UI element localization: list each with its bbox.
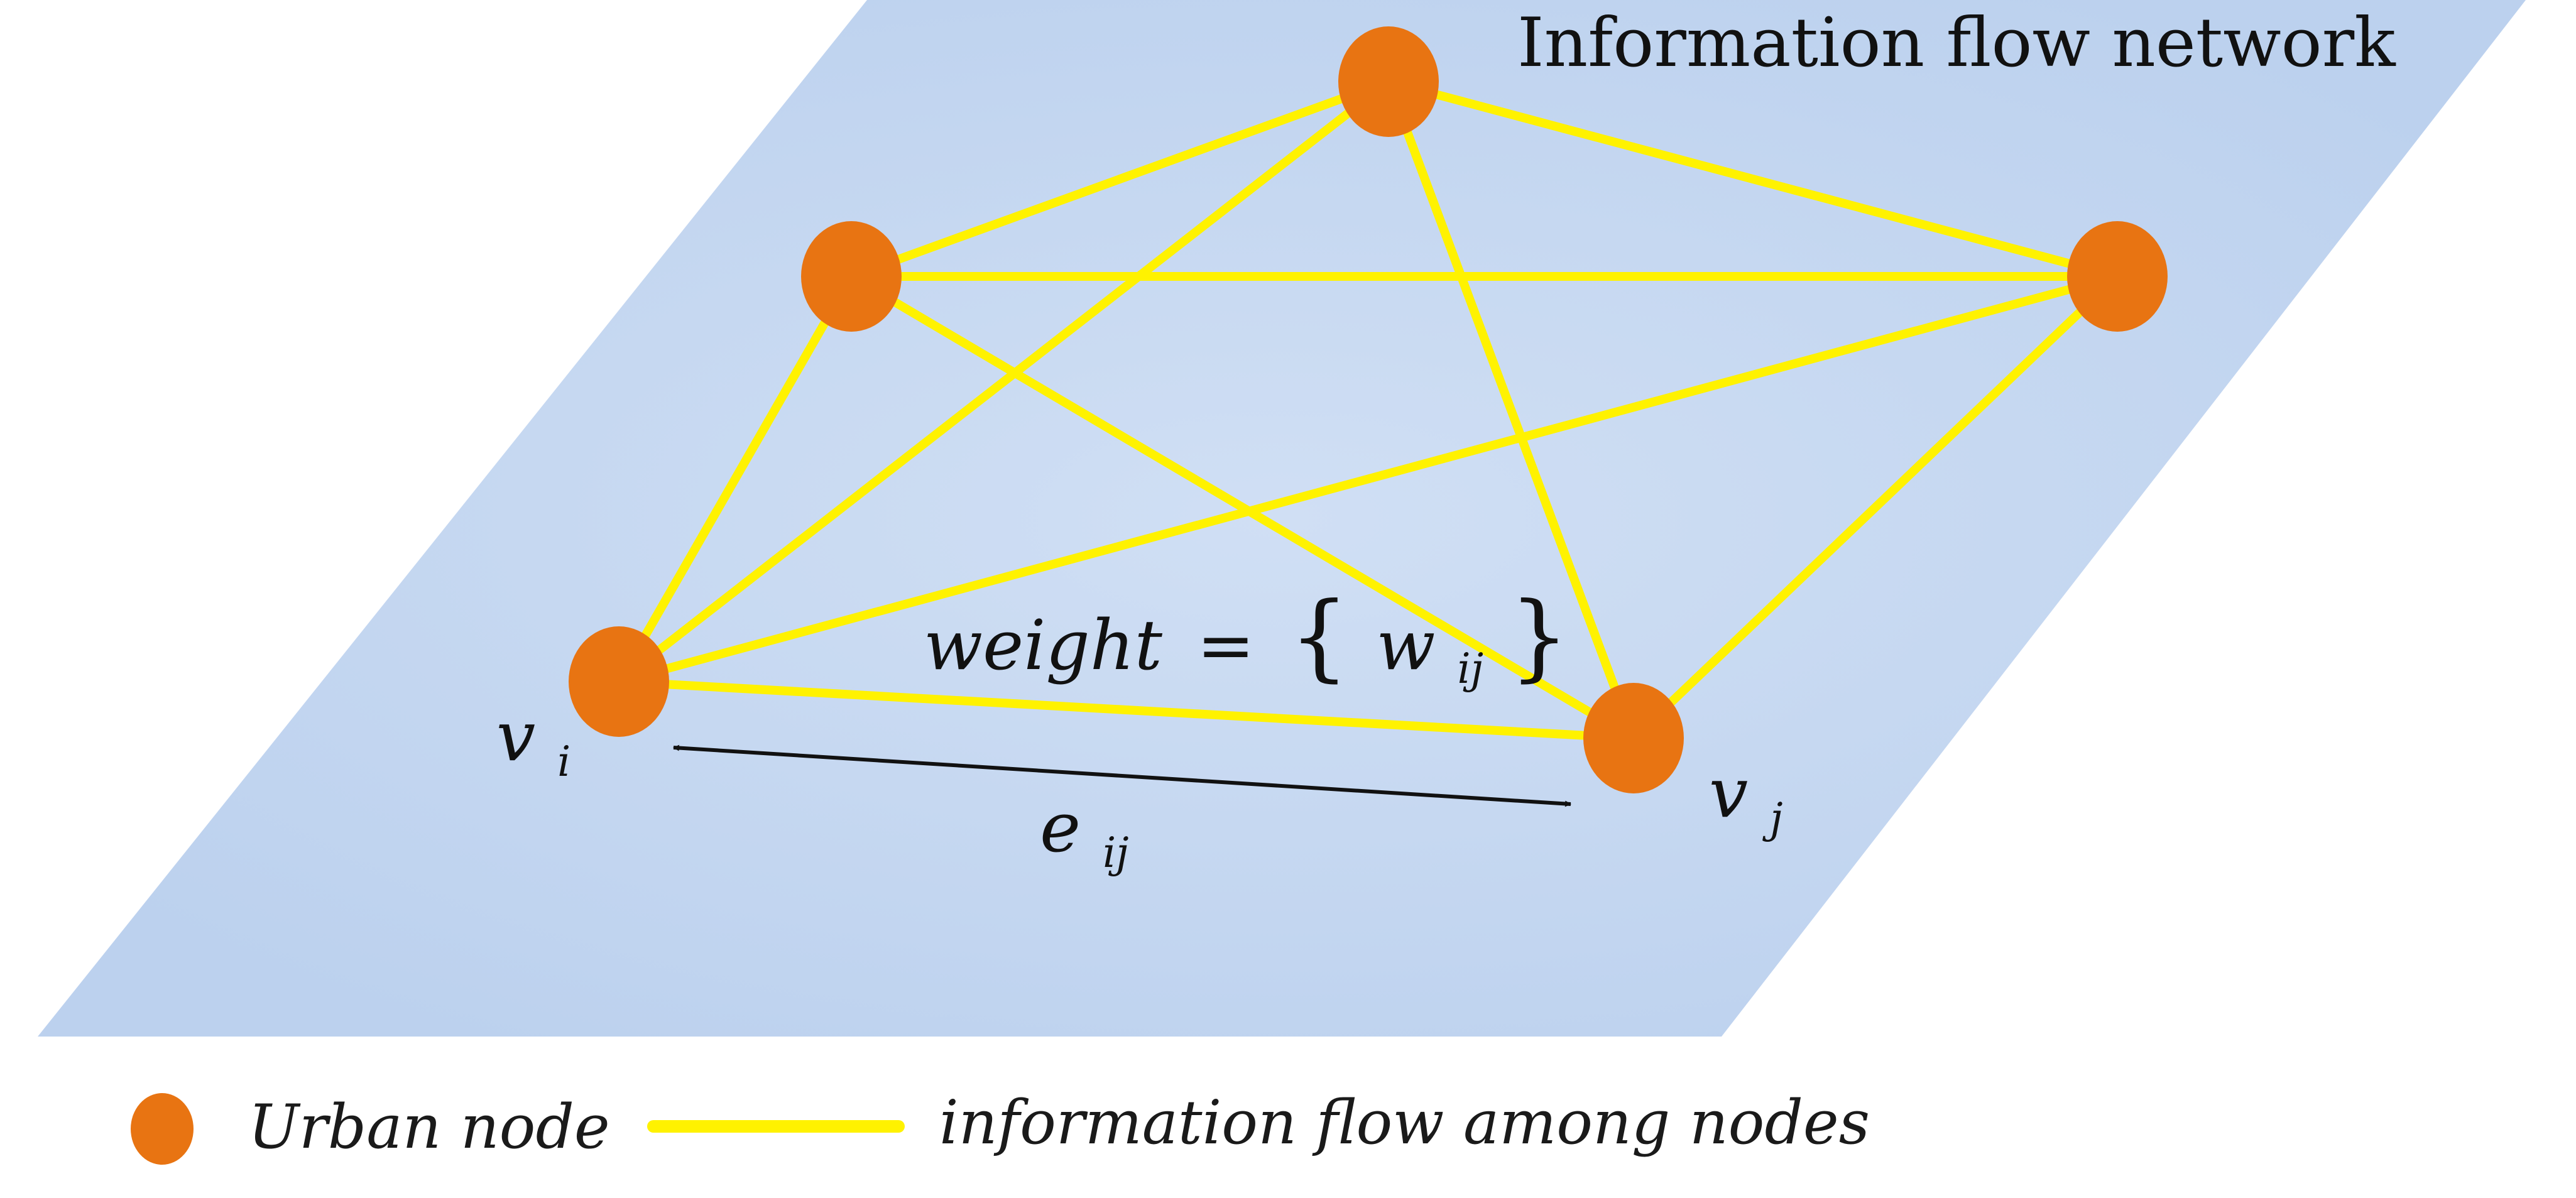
legend-node-swatch [131, 1093, 194, 1165]
weight-equals: = [1197, 605, 1255, 685]
weight-subscript: ij [1458, 645, 1484, 693]
urban-node-vi [569, 626, 669, 737]
legend: Urban node information flow among nodes [131, 1087, 1870, 1165]
weight-open-brace: { [1289, 582, 1349, 692]
flow-edge [614, 677, 1638, 743]
flow-edge [614, 77, 1393, 686]
flow-edge [847, 77, 1393, 281]
urban-node-right [2067, 221, 2168, 332]
weight-var: w [1376, 605, 1435, 685]
diagram-title: Information flow network [1517, 4, 2396, 82]
edge-arrow [673, 744, 1571, 807]
flow-edge [614, 272, 2122, 686]
node-label-vi-sub: i [557, 738, 570, 786]
flow-edge [1629, 272, 2122, 743]
flow-edge [614, 272, 856, 686]
flow-edge [1384, 77, 2122, 281]
node-label-vi: v i [496, 696, 570, 786]
legend-flow-label: information flow among nodes [939, 1087, 1870, 1158]
legend-node-label: Urban node [248, 1092, 610, 1162]
edge-label: e ij [1040, 787, 1129, 877]
network-plane [38, 0, 2526, 1037]
weight-word: weight [924, 605, 1163, 685]
weight-label: weight = { w ij } [924, 582, 1569, 699]
urban-nodes [569, 26, 2168, 793]
flow-edge [1384, 77, 1638, 743]
urban-node-top [1338, 26, 1439, 137]
urban-node-vj [1583, 683, 1684, 793]
urban-node-left [801, 221, 902, 332]
node-label-vj-var: v [1709, 753, 1748, 833]
edge-label-sub: ij [1103, 829, 1129, 877]
flow-edge [847, 272, 1638, 743]
weight-close-brace: } [1509, 582, 1569, 692]
flow-edges [614, 77, 2122, 743]
edge-label-var: e [1040, 787, 1081, 868]
node-label-vi-var: v [496, 696, 535, 776]
